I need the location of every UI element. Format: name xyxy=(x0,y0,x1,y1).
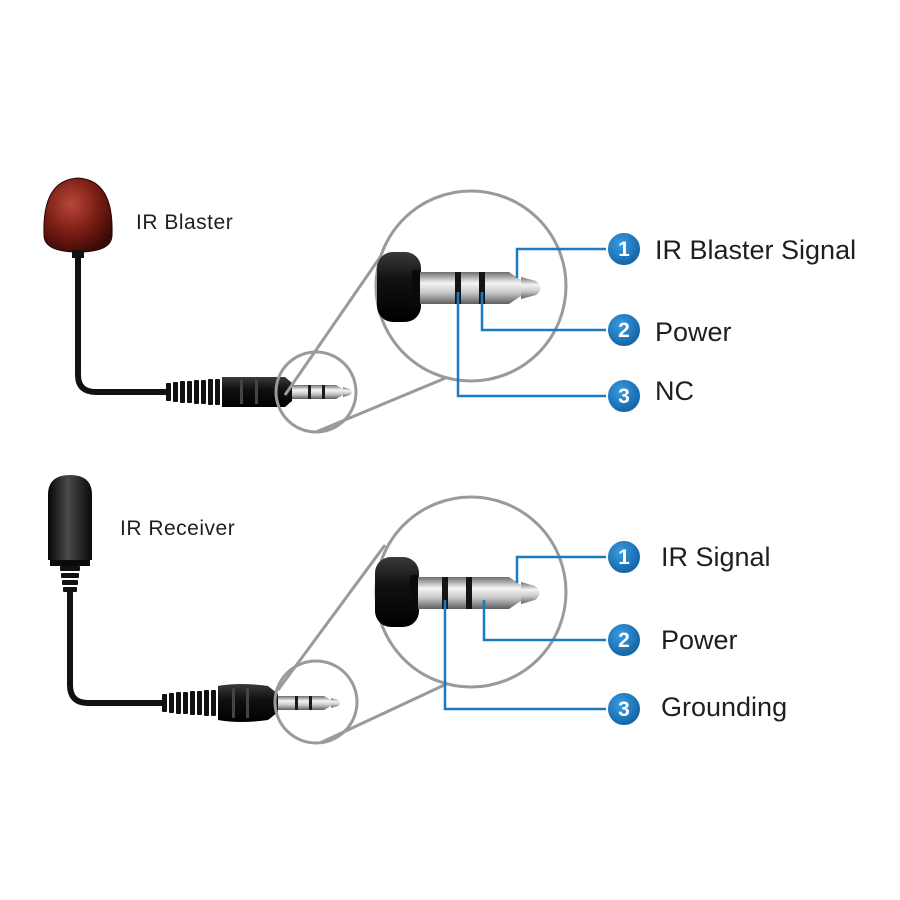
receiver-pin-2-label: Power xyxy=(661,625,738,655)
receiver-leader-1 xyxy=(515,555,606,583)
blaster-pin-3-label: NC xyxy=(655,376,694,406)
receiver-strain-relief xyxy=(162,690,216,716)
svg-text:2: 2 xyxy=(618,629,630,652)
receiver-jack-enlarged-icon xyxy=(375,557,540,627)
receiver-pin-3-badge: 3 xyxy=(606,691,642,727)
receiver-cable xyxy=(67,587,167,706)
svg-text:3: 3 xyxy=(618,385,630,408)
blaster-neck xyxy=(72,250,84,258)
receiver-leader-3 xyxy=(443,600,606,711)
blaster-pin-2-badge: 2 xyxy=(606,312,642,348)
blaster-leader-2 xyxy=(480,292,606,332)
blaster-cable xyxy=(75,247,171,395)
svg-text:1: 1 xyxy=(618,546,630,569)
svg-text:3: 3 xyxy=(618,698,630,721)
receiver-head-icon xyxy=(48,475,92,560)
blaster-pin-3-badge: 3 xyxy=(606,378,642,414)
receiver-pin-1-badge: 1 xyxy=(606,539,642,575)
blaster-pin-1-badge: 1 xyxy=(606,231,642,267)
receiver-leader-2 xyxy=(482,600,606,642)
receiver-pin-1-label: IR Signal xyxy=(661,542,771,572)
receiver-pin-2-badge: 2 xyxy=(606,622,642,658)
ir-receiver-group: IR Receiver 1 2 xyxy=(48,475,787,745)
blaster-pin-2-label: Power xyxy=(655,317,732,347)
receiver-neck-ribs xyxy=(60,566,80,592)
blaster-strain-relief xyxy=(166,379,220,405)
receiver-label: IR Receiver xyxy=(120,517,235,540)
blaster-jack-enlarged-icon xyxy=(377,252,541,322)
blaster-pin-1-label: IR Blaster Signal xyxy=(655,235,856,265)
svg-text:1: 1 xyxy=(618,238,630,261)
blaster-label: IR Blaster xyxy=(136,211,233,234)
blaster-leader-1 xyxy=(515,247,606,278)
receiver-small-jack xyxy=(278,696,340,710)
receiver-pin-3-label: Grounding xyxy=(661,692,787,722)
blaster-small-jack xyxy=(292,385,352,399)
blaster-leader-3 xyxy=(456,292,606,398)
ir-blaster-group: IR Blaster 1 2 xyxy=(43,177,856,434)
blaster-head-icon xyxy=(43,177,113,253)
svg-text:2: 2 xyxy=(618,319,630,342)
